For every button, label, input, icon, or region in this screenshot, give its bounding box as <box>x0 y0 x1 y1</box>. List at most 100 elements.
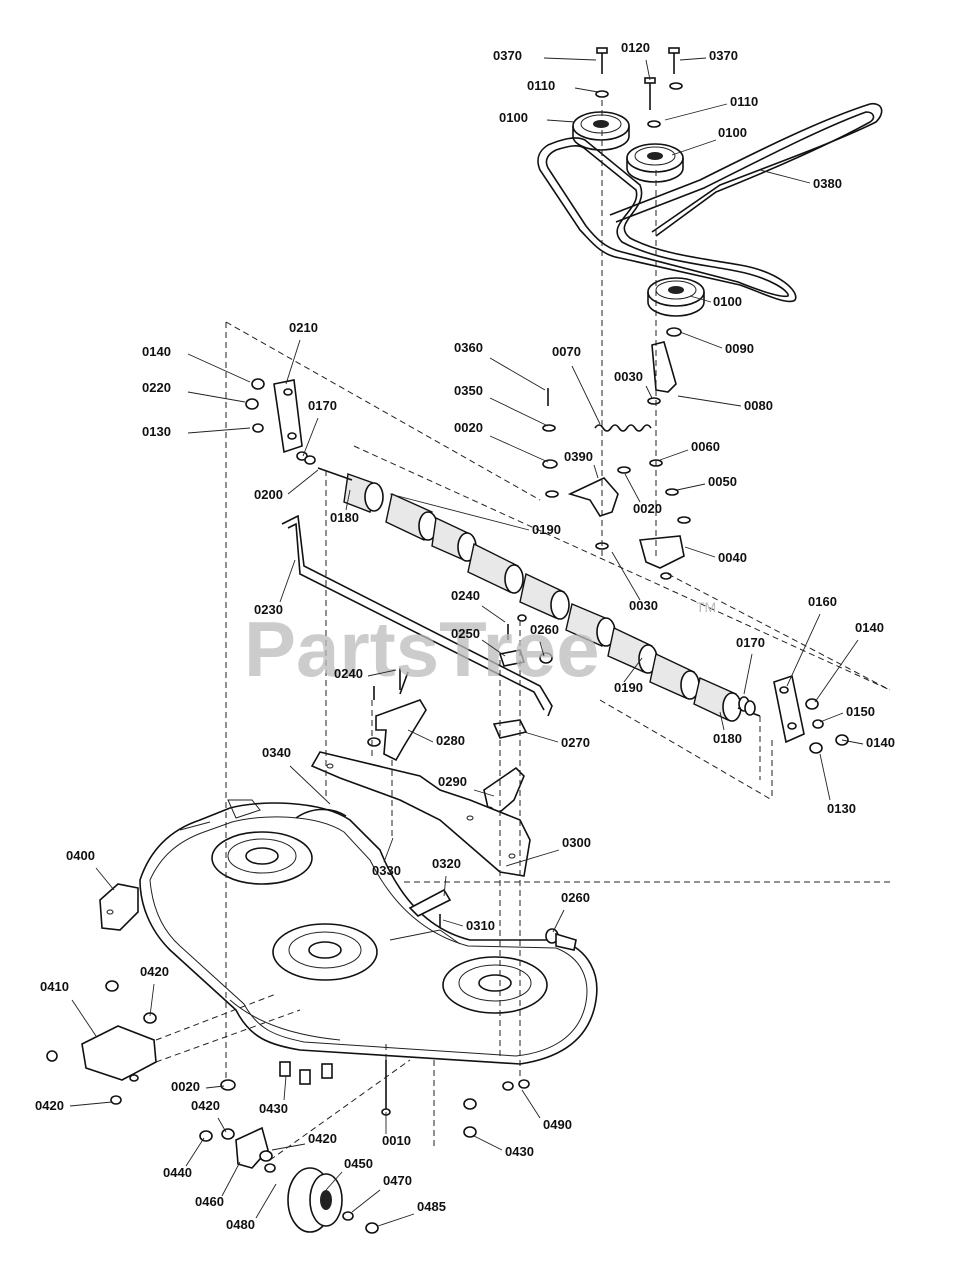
part-callout-0300: 0300 <box>562 835 591 850</box>
part-callout-0130: 0130 <box>827 801 856 816</box>
leader-line-0485 <box>377 1213 415 1227</box>
part-callout-0180: 0180 <box>330 510 359 525</box>
part-callout-0310: 0310 <box>466 918 495 933</box>
part-callout-0485: 0485 <box>417 1199 446 1214</box>
part-callout-0280: 0280 <box>436 733 465 748</box>
leader-line-0350 <box>489 397 549 427</box>
leader-line-0470 <box>351 1189 381 1213</box>
leader-line-0420 <box>69 1101 113 1107</box>
part-callout-0360: 0360 <box>454 340 483 355</box>
leader-line-0060 <box>659 449 689 461</box>
leader-line-0420 <box>271 1143 306 1151</box>
leader-line-0160 <box>786 613 821 687</box>
leader-line-0390 <box>593 464 599 479</box>
partstree-watermark: PartsTree TM <box>244 599 716 693</box>
part-callout-0190: 0190 <box>532 522 561 537</box>
leader-line-0260 <box>552 909 565 933</box>
gauge-wheel-0450 <box>287 1167 379 1234</box>
leader-line-0030 <box>611 551 641 601</box>
leader-line-0430 <box>283 1075 287 1101</box>
part-callout-0460: 0460 <box>195 1194 224 1209</box>
bolt-0370-right <box>668 47 683 90</box>
callout-labels: 0370012003700110011001000100038001000210… <box>35 40 895 1232</box>
part-callout-0330: 0330 <box>372 863 401 878</box>
part-callout-0370: 0370 <box>493 48 522 63</box>
leader-line-0460 <box>221 1161 241 1197</box>
mower-deck-housing <box>139 799 598 1065</box>
bracket-0400 <box>99 883 139 931</box>
leader-line-0090 <box>679 331 723 349</box>
part-callout-0200: 0200 <box>254 487 283 502</box>
leader-line-0020 <box>624 473 641 503</box>
leader-line-0080 <box>677 395 742 407</box>
pin-0010 <box>381 1060 391 1116</box>
bracket-0040 <box>638 535 685 580</box>
part-callout-0390: 0390 <box>564 449 593 464</box>
part-callout-0190: 0190 <box>614 680 643 695</box>
leader-line-0100 <box>671 139 717 156</box>
part-callout-0470: 0470 <box>383 1173 412 1188</box>
leader-line-0250 <box>481 639 506 657</box>
part-callout-0160: 0160 <box>808 594 837 609</box>
leader-line-0440 <box>185 1137 205 1167</box>
leader-line-0410 <box>71 999 97 1037</box>
part-callout-0180: 0180 <box>713 731 742 746</box>
bracket-0290 <box>482 766 525 814</box>
part-callout-0050: 0050 <box>708 474 737 489</box>
part-callout-0020: 0020 <box>171 1079 200 1094</box>
part-callout-0210: 0210 <box>289 320 318 335</box>
leader-line-0430 <box>473 1135 503 1151</box>
part-callout-0140: 0140 <box>855 620 884 635</box>
part-callout-0450: 0450 <box>344 1156 373 1171</box>
leader-line-0370 <box>679 57 707 61</box>
leader-line-0450 <box>325 1171 343 1191</box>
part-callout-0110: 0110 <box>730 94 758 109</box>
bolts-0430-rear <box>463 1079 530 1138</box>
leader-line-0130 <box>819 753 831 801</box>
part-callout-0260: 0260 <box>561 890 590 905</box>
leader-line-0420 <box>149 983 155 1017</box>
part-callout-0100: 0100 <box>499 110 528 125</box>
leader-line-0070 <box>571 365 601 425</box>
leader-line-0400 <box>95 867 115 891</box>
bracket-0250 <box>498 614 553 667</box>
leader-line-0270 <box>523 731 559 743</box>
part-callout-0240: 0240 <box>451 588 480 603</box>
leader-line-0200 <box>287 469 319 495</box>
leader-line-0150 <box>819 712 844 723</box>
bracket-0160 <box>773 674 849 754</box>
leader-line-0310 <box>442 919 464 927</box>
leader-line-0180 <box>719 711 725 731</box>
leader-line-0240 <box>481 605 506 623</box>
part-callout-0090: 0090 <box>725 341 754 356</box>
washer-0020-bottom <box>220 1079 236 1091</box>
bolt-0120 <box>644 77 661 128</box>
part-callout-0410: 0410 <box>40 979 69 994</box>
part-callout-0270: 0270 <box>561 735 590 750</box>
leader-line-0050 <box>676 483 706 491</box>
part-callout-0070: 0070 <box>552 344 581 359</box>
leader-line-0240 <box>367 669 397 677</box>
part-callout-0340: 0340 <box>262 745 291 760</box>
leader-line-0190 <box>389 493 530 531</box>
pin-0360-stack <box>542 388 559 498</box>
part-callout-0420: 0420 <box>140 964 169 979</box>
leader-line-0140 <box>814 639 859 703</box>
part-callout-0440: 0440 <box>163 1165 192 1180</box>
part-callout-0230: 0230 <box>254 602 283 617</box>
bracket-0280 <box>367 668 427 762</box>
part-callout-0220: 0220 <box>142 380 171 395</box>
part-callout-0380: 0380 <box>813 176 842 191</box>
leader-line-0210 <box>285 339 301 385</box>
part-callout-0290: 0290 <box>438 774 467 789</box>
part-callout-0320: 0320 <box>432 856 461 871</box>
part-callout-0420: 0420 <box>35 1098 64 1113</box>
leader-line-0480 <box>255 1183 277 1219</box>
pulley-0100-right <box>626 143 684 183</box>
belt-0380 <box>537 102 883 303</box>
leader-line-0490 <box>521 1089 541 1119</box>
leader-line-0120 <box>645 59 651 81</box>
part-callout-0240: 0240 <box>334 666 363 681</box>
baffle-plate-0300 <box>310 751 531 877</box>
bar-0230 <box>281 514 553 717</box>
